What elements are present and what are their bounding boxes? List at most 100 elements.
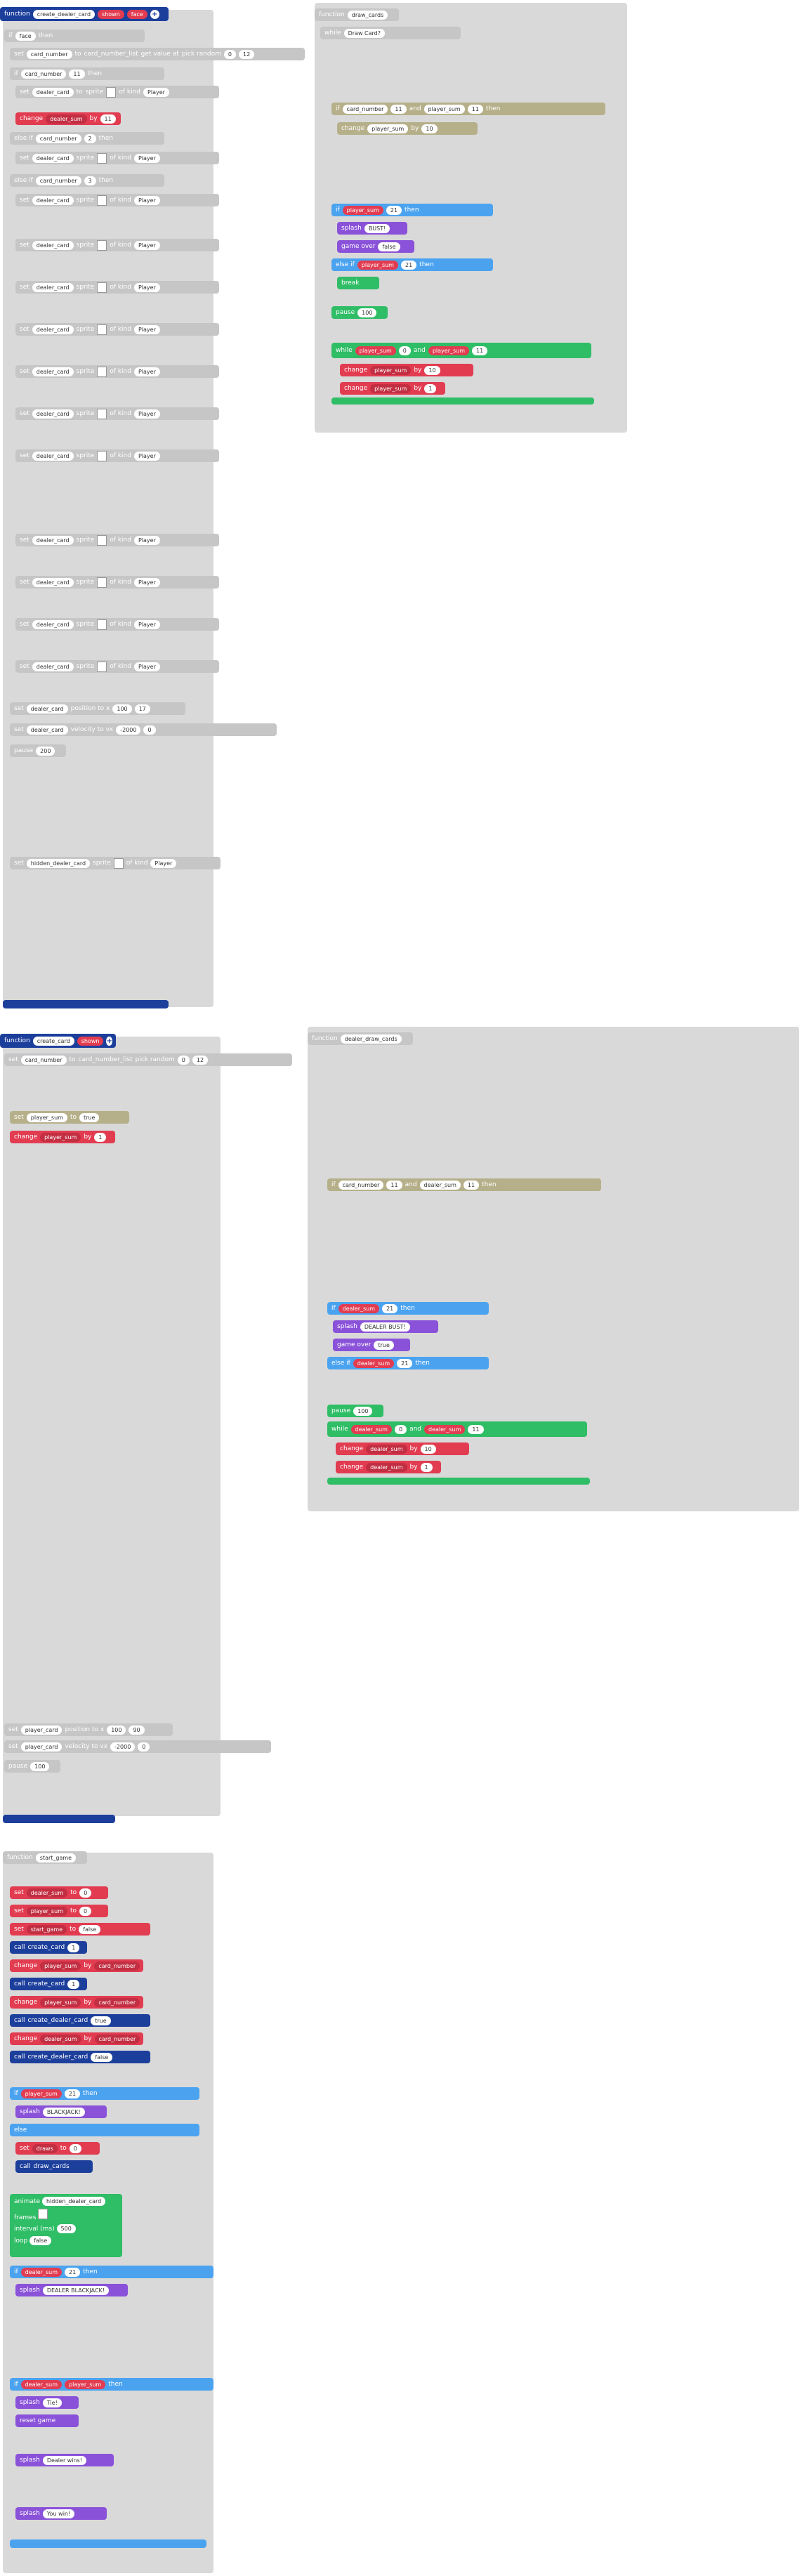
change-player-sum-neg10[interactable]: change player_sum by 10 [340, 364, 473, 376]
splash-bust[interactable]: splash BUST! [337, 222, 407, 235]
function-name-field[interactable]: start_game [35, 1853, 77, 1862]
create-card-function[interactable] [3, 1037, 221, 1816]
card-image-icon[interactable] [97, 195, 107, 206]
card-image-icon[interactable] [97, 450, 107, 461]
function-name-field[interactable]: create_card [32, 1036, 74, 1046]
create-card-header[interactable]: function create_card shown + [0, 1034, 116, 1048]
change-player-sum-1[interactable]: change player_sum by 1 [340, 382, 445, 395]
game-over-lose[interactable]: game over false [337, 240, 414, 253]
card-image-icon[interactable] [97, 366, 107, 377]
param-face[interactable]: face [126, 9, 147, 19]
create-dealer-card-header[interactable]: function create_dealer_card shown face + [0, 7, 169, 21]
if-face-block[interactable]: if face then [4, 29, 145, 42]
if-card-number-eq-11[interactable]: if card_number 11 then [10, 67, 164, 80]
card-image-icon[interactable] [97, 324, 107, 335]
pause-100[interactable]: pause 100 [331, 306, 388, 319]
card-image-icon[interactable] [97, 408, 107, 419]
face-var[interactable]: face [15, 31, 36, 41]
dealer-draw-cards-function[interactable] [308, 1027, 799, 1511]
add-param-icon[interactable]: + [150, 9, 159, 19]
function-name-field[interactable]: dealer_draw_cards [340, 1034, 402, 1044]
card-image-icon[interactable] [97, 577, 107, 588]
param-shown[interactable]: shown [98, 9, 124, 19]
while-player-sum-loop[interactable]: while player_sum 0 and player_sum 11 [331, 343, 591, 358]
card-image-icon[interactable] [97, 282, 107, 293]
change-dealer-sum[interactable]: change dealer_sum by 11 [15, 112, 121, 125]
card-image-icon[interactable] [97, 619, 107, 630]
card-image-icon[interactable] [106, 86, 117, 98]
else-start[interactable]: else [10, 2124, 199, 2136]
card-image-icon[interactable] [97, 239, 107, 251]
else-if-player-sum-eq-21[interactable]: else if player_sum 21 then [331, 258, 493, 271]
change-player-sum-10[interactable]: change player_sum by 10 [337, 122, 478, 135]
if-player-sum-gt-21[interactable]: if player_sum 21 then [331, 204, 493, 216]
set-dealer-card-sprite[interactable]: set dealer_card to sprite of kind Player [15, 86, 219, 98]
draw-cards-function[interactable] [315, 3, 627, 433]
card-image-icon[interactable] [97, 152, 107, 164]
animate-hidden-card[interactable]: animate hidden_dealer_card frames interv… [10, 2194, 122, 2257]
set-card-number-random[interactable]: set card_number to card_number_list get … [10, 48, 305, 60]
card-image-icon[interactable] [38, 2209, 48, 2219]
function-name-field[interactable]: create_dealer_card [32, 9, 96, 19]
if-card-number-compare[interactable]: if card_number 11 and player_sum 11 then [331, 103, 605, 115]
reset-game[interactable]: reset game [15, 2414, 79, 2427]
break-loop[interactable]: break [337, 277, 379, 289]
card-image-icon[interactable] [97, 661, 107, 672]
card-image-icon[interactable] [97, 534, 107, 546]
draw-cards-header[interactable]: function draw_cards [315, 8, 399, 21]
card-number-var[interactable]: card_number [26, 49, 72, 59]
while-draw-card[interactable]: while Draw Card? [320, 27, 461, 39]
